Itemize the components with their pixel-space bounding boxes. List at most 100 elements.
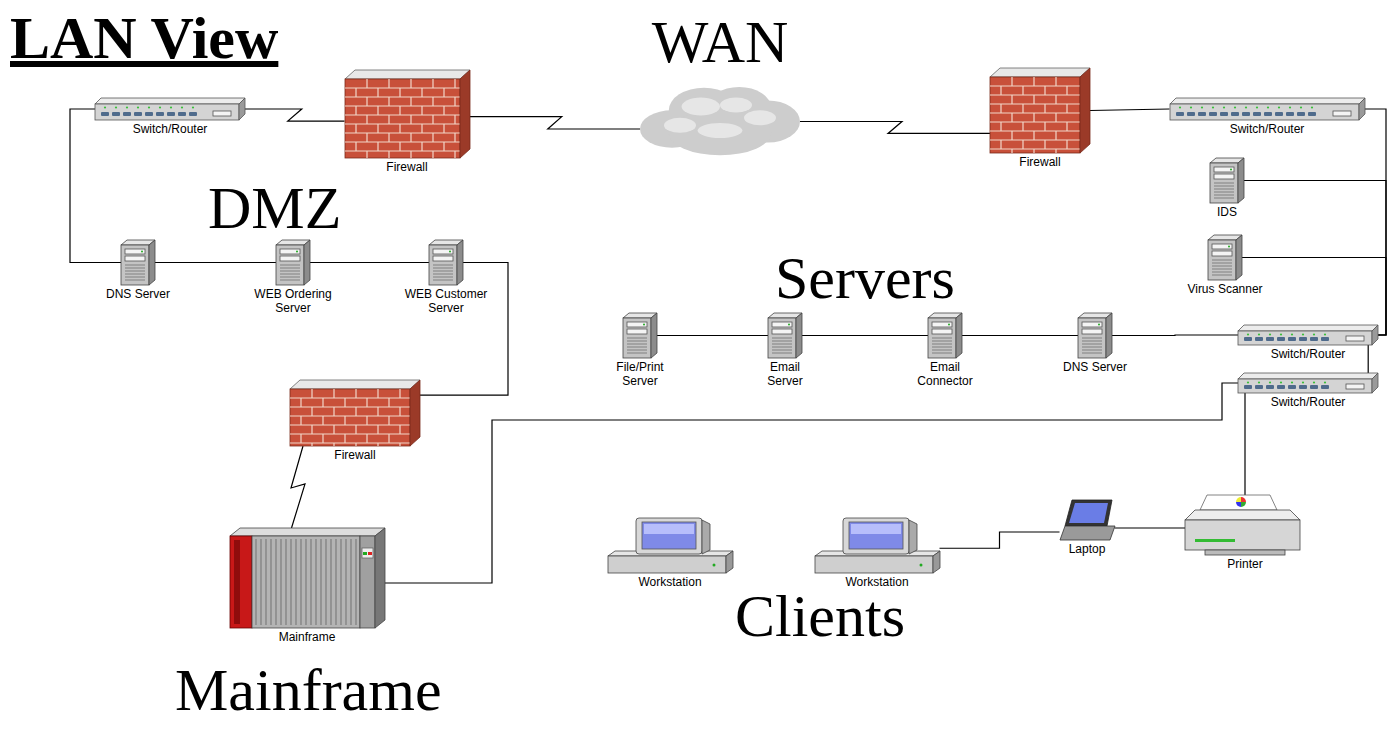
icon-shape [1310,385,1318,389]
icon-shape [1255,385,1263,389]
icon-shape [1280,381,1282,383]
icon-shape [1299,337,1307,341]
icon-shape [1238,158,1244,203]
icon-shape [627,329,647,334]
icon-shape [1266,106,1268,108]
device-node: Workstation [813,518,942,589]
icon-shape [433,256,453,261]
device-label: IDS [1217,205,1237,219]
icon-shape [121,245,149,285]
server-icon [928,313,962,358]
icon-shape [1346,384,1364,389]
network-link [385,383,1239,583]
icon-shape [256,539,356,625]
icon-shape [651,313,657,358]
icon-shape [345,70,470,79]
icon-shape [1210,163,1238,203]
icon-shape [230,528,385,536]
icon-shape [1208,240,1236,280]
icon-shape [1082,338,1102,353]
switch-icon [1238,325,1378,345]
network-link [291,446,305,528]
icon-shape [1080,68,1090,153]
icon-shape [1205,550,1285,555]
icon-shape [141,251,143,253]
icon-shape [375,528,385,628]
icon-shape [410,380,420,446]
icon-shape [1269,381,1271,383]
icon-shape [1277,106,1279,108]
icon-shape [123,112,131,116]
icon-shape [457,240,463,285]
icon-shape [1280,333,1282,335]
device-node: IDS [1208,158,1246,219]
icon-shape [345,79,460,158]
icon-shape [843,518,909,554]
icon-shape [1069,503,1108,523]
device-node: Firewall [288,380,422,462]
network-link [1115,527,1186,528]
zone-label: DMZ [208,178,341,238]
device-label: DNS Server [106,287,170,301]
icon-shape [362,548,373,558]
laptop-icon [1060,500,1115,540]
device-node: Printer [1183,495,1307,571]
icon-shape [1242,112,1250,116]
icon-shape [126,106,128,108]
icon-shape [104,106,106,108]
icon-shape [1060,526,1115,540]
icon-shape [167,112,175,116]
icon-shape [230,536,252,628]
icon-shape [933,551,940,573]
icon-shape [1277,385,1285,389]
icon-shape [1200,495,1277,510]
device-node: Workstation [606,518,735,589]
zone-label: Clients [735,586,905,646]
device-label: DNS Server [1063,360,1127,374]
icon-shape [932,338,952,353]
icon-shape [1211,106,1213,108]
icon-shape [1238,373,1378,379]
icon-shape [1078,318,1106,358]
icon-shape [1236,502,1241,507]
icon-shape [280,249,300,254]
icon-shape [213,111,231,116]
icon-shape [1189,106,1191,108]
switch-icon [1238,373,1378,393]
icon-shape [1321,337,1329,341]
device-label: Firewall [386,160,427,174]
printer-icon [1185,495,1305,555]
icon-shape [1324,333,1326,335]
device-node: DNS Server [104,240,173,301]
icon-shape [360,536,375,628]
icon-shape [115,106,117,108]
icon-shape [1299,385,1307,389]
icon-shape [363,552,367,555]
network-link [1112,334,1238,336]
icon-shape [1106,313,1112,358]
icon-shape [1302,381,1304,383]
network-link [1244,393,1245,495]
network-link [1090,109,1170,111]
device-node: Switch/Router [1236,325,1380,361]
icon-shape [1308,112,1316,116]
icon-shape [137,106,139,108]
icon-shape [304,240,310,285]
icon-shape [1372,373,1378,393]
icon-shape [1264,112,1272,116]
icon-shape [181,106,183,108]
device-node: Mainframe [228,528,387,644]
device-label: Workstation [638,575,701,589]
network-link [657,335,768,336]
icon-shape [788,324,790,326]
icon-shape [1241,497,1246,502]
icon-shape [148,106,150,108]
icon-shape [1200,106,1202,108]
device-node: WAN [638,12,802,159]
icon-shape [170,106,172,108]
icon-shape [1230,169,1232,171]
device-label: Firewall [334,448,375,462]
icon-shape [1209,112,1217,116]
diagram-title: LAN View [10,8,278,68]
